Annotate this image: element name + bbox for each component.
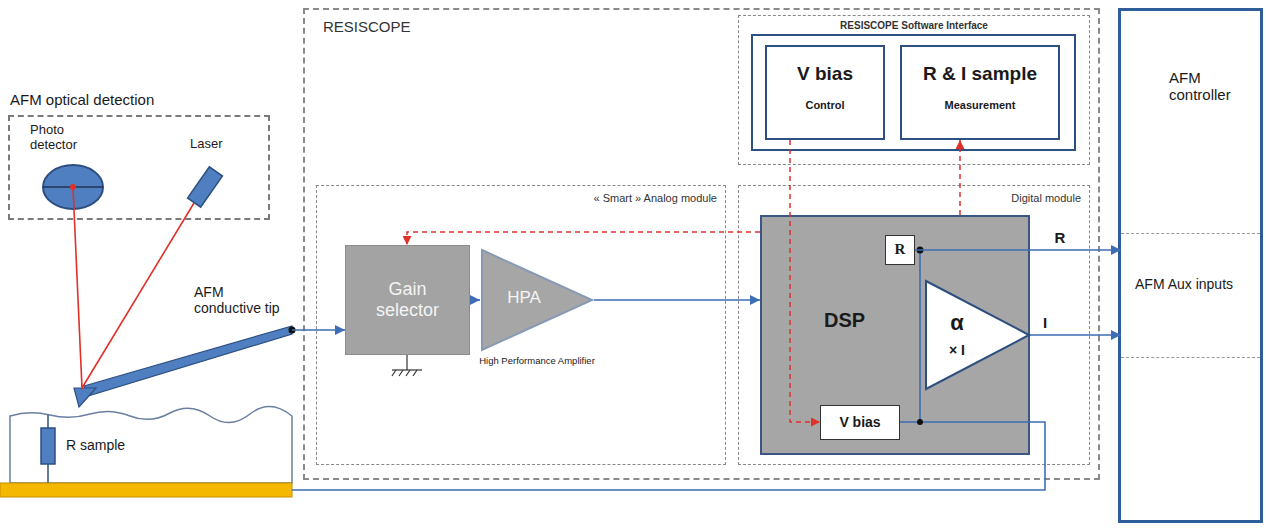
signal-label: I — [1041, 315, 1049, 332]
aux-inputs: AFM Aux inputs — [1121, 233, 1260, 358]
signal-wire — [1030, 334, 1121, 336]
control-box: V biasControl — [765, 45, 885, 140]
control-signal — [407, 232, 760, 245]
conductive-tip: AFM conductive tip — [70, 290, 292, 408]
dsp-block: DSP Rα × I V bias — [760, 215, 1030, 455]
node-label: HPA — [494, 288, 554, 308]
node-label: R & I sample — [902, 63, 1058, 85]
node-label: V bias — [839, 414, 880, 430]
bias-box: V bias — [820, 405, 900, 440]
signal-wire — [470, 299, 480, 301]
node-label: « Smart » Analog module — [593, 192, 717, 205]
register-box: R — [885, 235, 915, 265]
amplifier-triangle: HPAHigh Performance Amplifier — [480, 250, 594, 350]
control-signal — [790, 140, 820, 422]
junction-dot — [917, 419, 923, 425]
node-label: Gain selector — [346, 279, 469, 320]
feedback-wire — [919, 250, 921, 422]
gain-triangle: α × I — [925, 280, 1030, 390]
ground-symbol — [392, 355, 422, 376]
laser: Laser — [160, 123, 250, 215]
node-label: RESISCOPE Software Interface — [739, 20, 1089, 32]
gain-selector: Gain selector — [345, 245, 470, 355]
node-label: V bias — [767, 63, 883, 85]
node-label: RESISCOPE — [323, 18, 411, 35]
node-label: Photo detector — [30, 123, 102, 153]
detection-panel: AFM optical detectionPhoto detectorLaser — [8, 115, 270, 220]
measurement-box: R & I sampleMeasurement — [900, 45, 1060, 140]
node-sublabel: × I — [937, 342, 977, 358]
node-label: Digital module — [1011, 192, 1081, 205]
bias-wire — [292, 422, 1045, 490]
node-label: R — [895, 241, 906, 258]
sample-block-outline — [10, 410, 292, 483]
software-interface: RESISCOPE Software Interface V biasContro… — [738, 15, 1090, 165]
node-label: AFM conductive tip — [194, 284, 292, 316]
node-label: Laser — [190, 137, 223, 152]
signal-wire — [292, 329, 345, 331]
node-label: α — [937, 310, 977, 335]
digital-module: Digital moduleDSP Rα × I V bias — [738, 185, 1090, 465]
signal-wire — [594, 299, 760, 301]
afm-controller: AFM controllerAFM Aux inputs — [1118, 8, 1263, 523]
signal-label: R — [1053, 230, 1068, 247]
signal-wire — [915, 249, 1121, 251]
node-label: AFM optical detection — [10, 91, 154, 108]
node-sublabel: Control — [767, 99, 883, 112]
node-sublabel: Measurement — [902, 99, 1058, 112]
control-signal — [959, 140, 961, 215]
node-label: AFM Aux inputs — [1135, 276, 1235, 292]
node-sublabel: High Performance Amplifier — [460, 356, 614, 367]
node-label: DSP — [824, 309, 865, 332]
analog-module: « Smart » Analog moduleGain selectorHPAH… — [316, 185, 726, 465]
node-label: R sample — [66, 437, 125, 453]
node-label: AFM controller — [1169, 69, 1259, 104]
interface-frame — [752, 35, 1075, 150]
substrate — [0, 483, 292, 497]
resiscope-unit: RESISCOPE RESISCOPE Software Interface V b… — [303, 8, 1100, 480]
sample-block: R sample — [10, 410, 292, 483]
gain-triangle-outline — [925, 280, 1030, 390]
laser-beam — [73, 187, 194, 388]
